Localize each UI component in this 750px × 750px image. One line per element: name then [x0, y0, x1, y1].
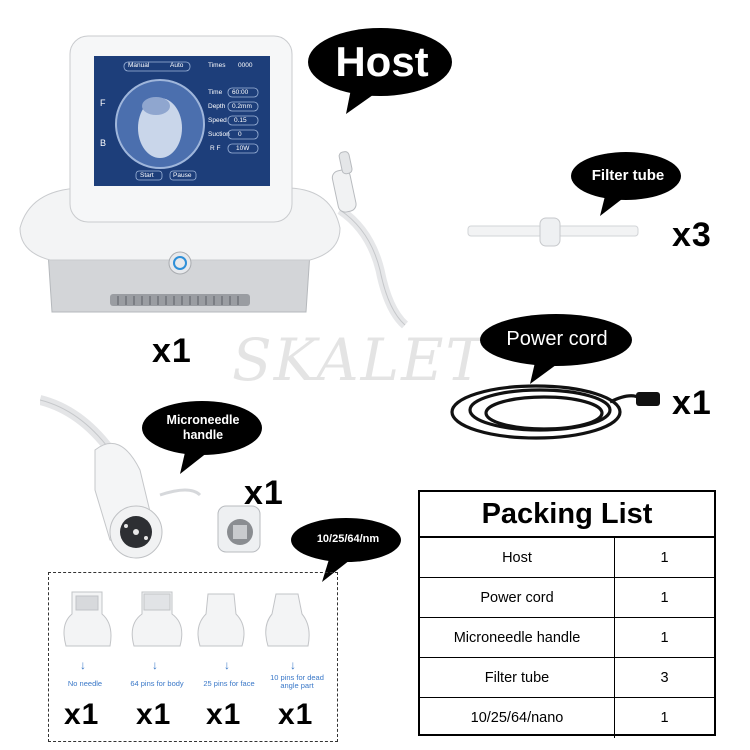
screen-param-label: Speed — [208, 117, 227, 124]
screen-param-value: 10W — [236, 145, 250, 152]
screen-param-label: Suction — [208, 131, 230, 138]
power-cord-quantity: x1 — [672, 384, 712, 422]
host-bubble-shape — [308, 28, 452, 114]
power-cord-image — [450, 384, 660, 440]
table-cell-item: Filter tube — [420, 658, 615, 697]
screen-tab-manual: Manual — [128, 62, 150, 69]
screen-start-button[interactable]: Start — [140, 172, 154, 179]
screen-param-label: R F — [210, 145, 221, 152]
screen-times-value: 0000 — [238, 62, 253, 69]
tips-panel — [48, 572, 338, 742]
table-cell-item: Host — [420, 538, 615, 577]
table-cell-item: 10/25/64/nano — [420, 698, 615, 738]
tips-label: 10/25/64/nm — [316, 533, 380, 545]
tip-label: 10 pins for dead angle part — [270, 673, 324, 690]
table-cell-item: Microneedle handle — [420, 618, 615, 657]
tip-quantity: x1 — [206, 698, 242, 731]
down-arrow-icon: ↓ — [224, 658, 230, 672]
screen-times-label: Times — [208, 62, 226, 69]
tips-bubble-shape — [291, 518, 401, 582]
microneedle-bubble-shape — [142, 401, 262, 474]
microneedle-label: Microneedle handle — [166, 413, 240, 442]
down-arrow-icon: ↓ — [290, 658, 296, 672]
tip-quantity: x1 — [64, 698, 100, 731]
table-row: Filter tube 3 — [420, 658, 714, 698]
down-arrow-icon: ↓ — [80, 658, 86, 672]
screen-tab-auto: Auto — [170, 62, 184, 69]
tip-quantity: x1 — [278, 698, 314, 731]
filter-tube-bubble-shape — [571, 152, 681, 216]
table-row: Microneedle handle 1 — [420, 618, 714, 658]
screen-param-label: Depth — [208, 103, 226, 110]
screen-param-value: 0.2mm — [232, 103, 252, 110]
screen-side-letter: B — [100, 138, 107, 148]
host-quantity: x1 — [152, 332, 192, 370]
table-cell-count: 3 — [660, 669, 669, 686]
tip-label: No needle — [67, 679, 103, 688]
table-row: Host 1 — [420, 538, 714, 578]
table-cell-item: Power cord — [420, 578, 615, 617]
screen-side-letter: F — [100, 98, 106, 108]
microneedle-quantity: x1 — [244, 474, 284, 512]
tip-quantity: x1 — [136, 698, 172, 731]
microneedle-handle-image — [40, 395, 261, 559]
packing-list-title: Packing List — [420, 492, 714, 538]
screen-pause-button[interactable]: Pause — [173, 172, 192, 179]
host-label: Host — [335, 38, 429, 85]
screen-param-value: 0 — [238, 131, 242, 138]
packing-list-table: Packing List Host 1 Power cord 1 Microne… — [418, 490, 716, 738]
filter-tube-image — [467, 217, 639, 247]
power-cord-label: Power cord — [506, 327, 608, 350]
table-cell-count: 1 — [660, 589, 669, 606]
table-row: Power cord 1 — [420, 578, 714, 618]
power-cord-bubble-shape — [480, 314, 632, 384]
watermark: SKALET — [232, 326, 487, 394]
tip-label: 25 pins for face — [203, 679, 255, 688]
tip-label: 64 pins for body — [130, 679, 184, 688]
screen-param-value: 60:00 — [232, 89, 249, 96]
table-cell-count: 1 — [660, 710, 669, 726]
down-arrow-icon: ↓ — [152, 658, 158, 672]
tips-image — [63, 591, 310, 647]
table-row: 10/25/64/nano 1 — [420, 698, 714, 738]
screen-param-value: 0.15 — [234, 117, 247, 124]
screen-param-label: Time — [208, 89, 223, 96]
filter-tube-quantity: x3 — [672, 216, 712, 254]
host-device-image — [19, 35, 409, 329]
table-cell-count: 1 — [660, 549, 669, 566]
filter-tube-label: Filter tube — [591, 166, 665, 184]
table-cell-count: 1 — [660, 629, 669, 646]
